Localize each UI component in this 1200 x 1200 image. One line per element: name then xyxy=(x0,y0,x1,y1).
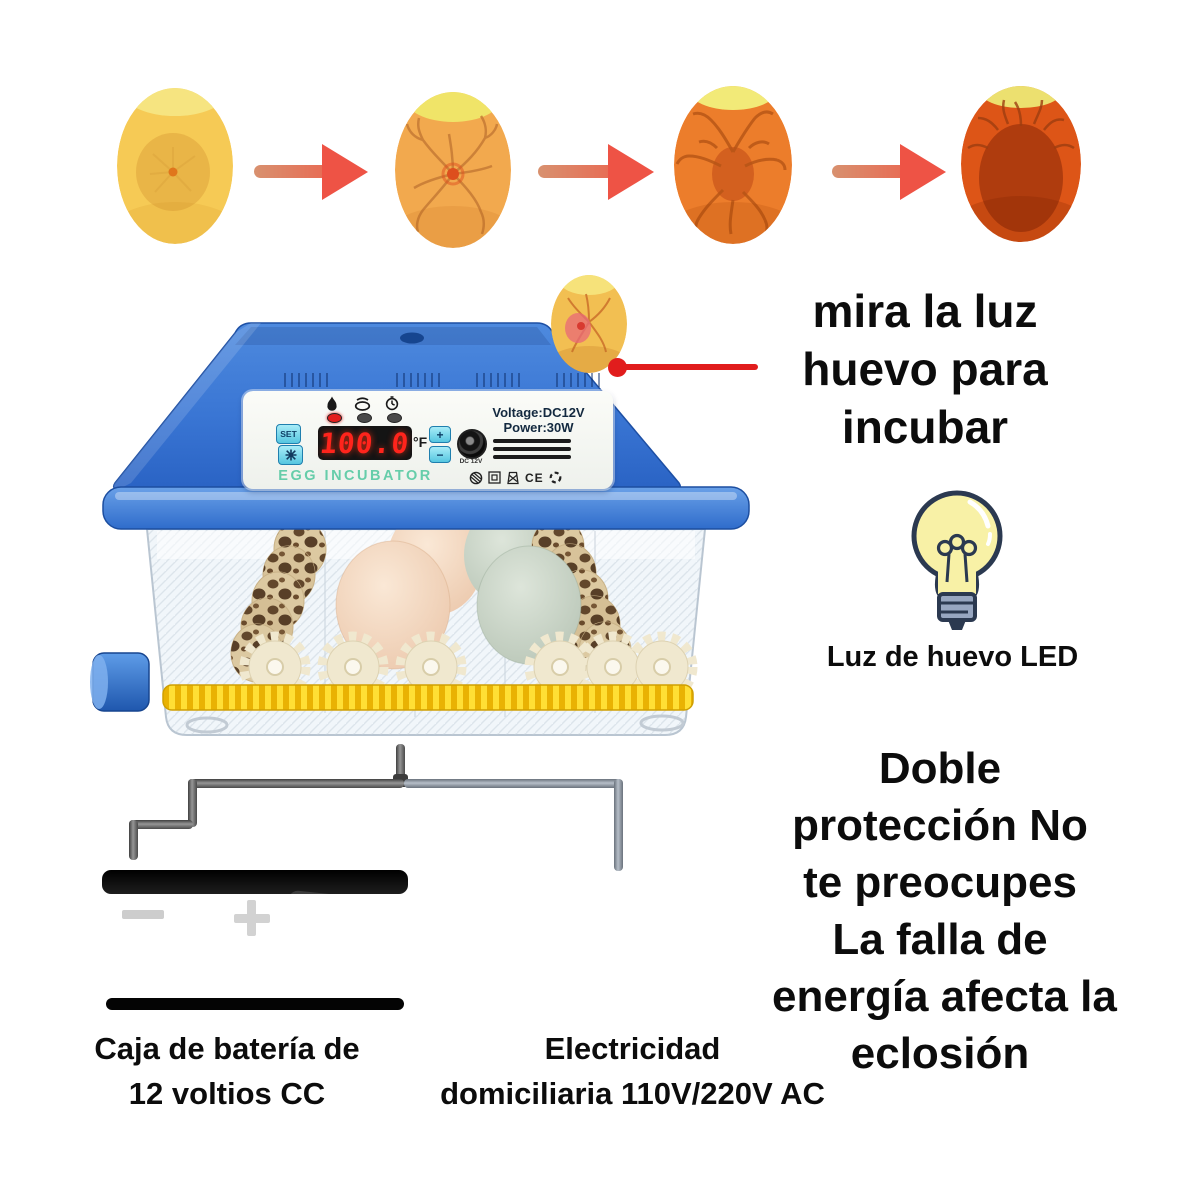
ce-mark: CE xyxy=(525,470,544,485)
outlet1-slot-top[interactable] xyxy=(592,912,615,920)
double-protection-line: eclosión xyxy=(850,1029,1030,1078)
voltage-line: Voltage:DC12V xyxy=(492,405,585,420)
turn-led xyxy=(357,413,372,423)
base-foot-right xyxy=(639,714,685,732)
wire-battery-short xyxy=(129,820,193,829)
turner-worm-screw xyxy=(162,684,694,711)
no-bin-icon xyxy=(507,471,519,484)
stage-arrow-1-head xyxy=(322,144,368,200)
battery-12v xyxy=(98,850,412,1012)
wire-battery-vertical xyxy=(188,779,197,827)
outlet2-slot-bottom[interactable] xyxy=(651,932,671,940)
outlet2-ground-hole[interactable] xyxy=(631,924,642,935)
temperature-display: 100.0 xyxy=(318,426,412,460)
candled-egg-stage-3 xyxy=(674,86,792,244)
wire-right-branch xyxy=(404,779,622,788)
timer-led xyxy=(387,413,402,423)
battery-top-rim xyxy=(102,870,408,894)
led-bulb-icon xyxy=(911,490,1003,630)
base-foot-left xyxy=(185,716,229,734)
candled-egg-stage-1 xyxy=(117,88,233,244)
double-protection-line: Doble xyxy=(878,744,1002,793)
candled-egg-stage-4 xyxy=(961,86,1081,242)
double-protection-line: energía afecta la xyxy=(772,972,1117,1021)
power-line: Power:30W xyxy=(503,420,574,435)
turn-indicator-icon xyxy=(354,397,371,411)
candling-note-line: incubar xyxy=(841,401,1009,453)
brand-label: EGG INCUBATOR xyxy=(278,468,433,484)
heat-led xyxy=(327,413,342,423)
certification-row: CE xyxy=(469,470,587,485)
spec-text: Voltage:DC12V Power:30W xyxy=(491,405,586,435)
recycle-icon xyxy=(549,471,562,484)
pointer-dot xyxy=(608,358,627,377)
qs-ball-icon xyxy=(469,471,483,484)
candler-star-icon xyxy=(285,449,296,461)
battery-reflection xyxy=(279,889,375,995)
stage-arrow-3 xyxy=(832,165,906,178)
wire-neg-terminal-drop xyxy=(129,820,138,860)
double-protection-line: La falla de xyxy=(832,915,1048,964)
double-insulation-icon xyxy=(488,471,501,484)
minus-button[interactable]: − xyxy=(429,446,451,463)
outlet-caption-line: domiciliaria 110V/220V AC xyxy=(440,1076,825,1111)
lid-vents xyxy=(284,373,600,387)
stage-arrow-2-head xyxy=(608,144,654,200)
outlet1-slot-bottom[interactable] xyxy=(594,933,614,941)
control-panel: SET 100.0 °F + − DC 12V Voltage:DC12V Po… xyxy=(243,391,613,489)
heat-indicator-icon xyxy=(327,396,337,411)
pointer-line xyxy=(622,364,758,370)
double-protection-line: te preocupes xyxy=(803,858,1077,907)
outlet-caption-line: Electricidad xyxy=(544,1031,721,1066)
wire-left-branch xyxy=(188,779,404,788)
display-unit-label: °F xyxy=(413,434,428,450)
light-button[interactable] xyxy=(278,445,303,465)
bulb-caption: Luz de huevo LED xyxy=(826,641,1079,673)
candling-note-line: mira la luz xyxy=(812,285,1038,337)
wire-incubator-stub xyxy=(396,744,405,786)
battery-caption-line: Caja de batería de xyxy=(94,1031,360,1066)
battery-caption: Caja de batería de 12 voltios CC xyxy=(62,1026,392,1116)
wall-outlet xyxy=(522,866,720,990)
battery-minus-mark xyxy=(122,910,164,919)
outlet-sheen xyxy=(522,866,720,990)
plus-button[interactable]: + xyxy=(429,426,451,443)
battery-bottom-lip xyxy=(106,998,404,1010)
side-knob xyxy=(90,652,150,712)
stage-arrow-1 xyxy=(254,165,328,178)
outlet2-slot-top[interactable] xyxy=(649,911,672,919)
double-protection-line: protección No xyxy=(792,801,1088,850)
candling-note-line: huevo para xyxy=(802,343,1048,395)
outlet-caption: Electricidad domiciliaria 110V/220V AC xyxy=(420,1026,845,1116)
stage-arrow-3-head xyxy=(900,144,946,200)
candled-egg-stage-2 xyxy=(395,92,511,248)
double-protection-note: Doble protección No te preocupes La fall… xyxy=(772,740,1117,1082)
outlet1-ground-hole[interactable] xyxy=(574,924,585,935)
stage-arrow-2 xyxy=(538,165,614,178)
timer-indicator-icon xyxy=(385,396,399,411)
incubator-illustration xyxy=(90,322,750,736)
temperature-value: 100.0 xyxy=(318,426,412,460)
battery-plus-mark-v xyxy=(247,900,256,936)
candling-note: mira la luz huevo para incubar xyxy=(765,282,1085,456)
dc-jack-label: DC 12V xyxy=(459,458,483,465)
wire-outlet-drop xyxy=(614,779,623,871)
battery-caption-line: 12 voltios CC xyxy=(128,1076,326,1111)
lid-vent-hole xyxy=(400,332,424,344)
speaker-grille xyxy=(493,439,571,463)
dc-power-jack[interactable] xyxy=(457,429,487,459)
set-button[interactable]: SET xyxy=(276,424,301,444)
